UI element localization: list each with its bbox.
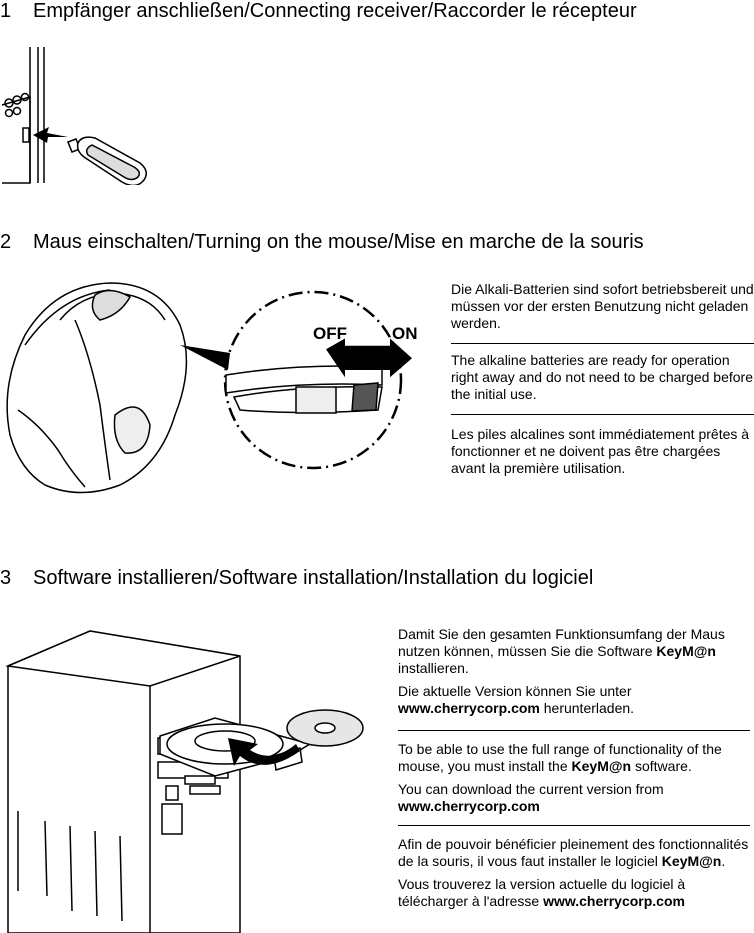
section-title: Software installieren/Software installat… xyxy=(33,567,594,589)
software-note-en-1: To be able to use the full range of func… xyxy=(398,741,722,774)
software-notes: Damit Sie den gesamten Funktionsumfang d… xyxy=(398,626,750,910)
section-1-heading: 1 Empfänger anschließen/Connecting receiv… xyxy=(0,0,637,23)
section-number: 2 xyxy=(0,231,12,253)
section-3-heading: 3 Software installieren/Software installa… xyxy=(0,567,593,590)
switch-off-label: OFF xyxy=(313,324,347,343)
software-note-fr-1: Afin de pouvoir bénéficier pleinement de… xyxy=(398,836,749,869)
url-link[interactable]: www.cherrycorp.com xyxy=(398,798,540,814)
software-note-fr-2: Vous trouverez la version actuelle du lo… xyxy=(398,876,686,909)
url-link[interactable]: www.cherrycorp.com xyxy=(543,893,685,909)
divider xyxy=(451,414,754,415)
usb-receiver-illustration xyxy=(1,47,147,185)
divider xyxy=(398,825,750,826)
battery-note-fr: Les piles alcalines sont immédiatement p… xyxy=(451,426,750,476)
section-number: 3 xyxy=(0,567,12,589)
section-title: Empfänger anschließen/Connecting receive… xyxy=(33,0,637,22)
software-name: KeyM@n xyxy=(656,643,716,659)
divider xyxy=(398,730,750,731)
switch-on-label: ON xyxy=(392,324,418,343)
pc-cd-illustration xyxy=(5,630,364,933)
mouse-switch-illustration: OFF ON xyxy=(6,282,418,494)
divider xyxy=(451,343,754,344)
software-name: KeyM@n xyxy=(661,853,722,869)
url-link[interactable]: www.cherrycorp.com xyxy=(398,700,540,716)
section-2-heading: 2 Maus einschalten/Turning on the mouse/M… xyxy=(0,231,644,254)
battery-note-de: Die Alkali-Batterien sind sofort betrieb… xyxy=(451,281,754,331)
section-title: Maus einschalten/Turning on the mouse/Mi… xyxy=(33,231,644,253)
battery-notes: Die Alkali-Batterien sind sofort betrieb… xyxy=(451,281,754,477)
software-name: KeyM@n xyxy=(571,758,632,774)
software-note-en-2: You can download the current version fro… xyxy=(398,781,664,814)
section-number: 1 xyxy=(0,0,12,22)
software-note-de-1: Damit Sie den gesamten Funktionsumfang d… xyxy=(398,626,725,676)
battery-note-en: The alkaline batteries are ready for ope… xyxy=(451,352,753,402)
